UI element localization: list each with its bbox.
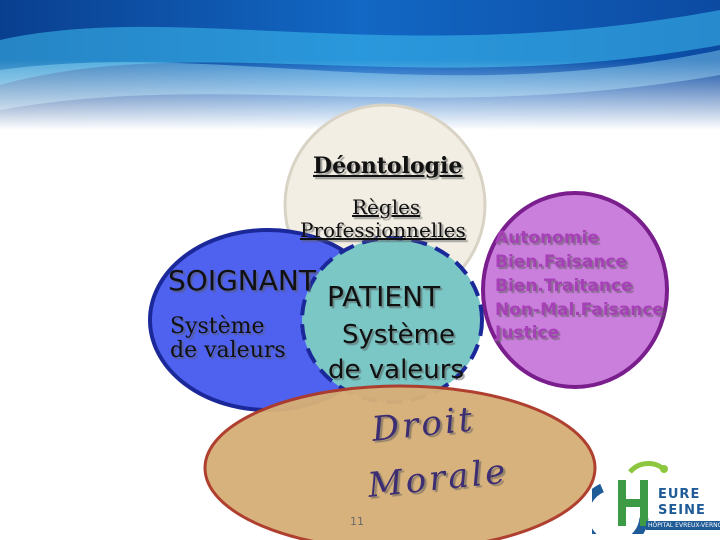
- value-justice: Justice: [495, 323, 560, 343]
- value-non-malfaisance: Non-Mal.Faisance: [495, 300, 664, 320]
- regles-label-line2: Professionnelles: [300, 218, 466, 242]
- droit-morale-ellipse: [203, 384, 597, 540]
- value-bientraitance: Bien.Traitance: [495, 276, 633, 296]
- logo-subtitle: HÔPITAL EVREUX-VERNON: [646, 521, 720, 530]
- regles-label-line1: Règles: [352, 195, 421, 219]
- header-banner: [0, 0, 720, 130]
- value-autonomie: Autonomie: [495, 228, 599, 248]
- logo-text-seine: SEINE: [658, 503, 706, 518]
- systeme-soignant-line2: de valeurs: [170, 338, 286, 363]
- systeme-patient-line2: de valeurs: [328, 355, 465, 385]
- logo-text-eure: EURE: [658, 487, 701, 502]
- value-bienfaisance: Bien.Faisance: [495, 252, 628, 272]
- slide-number: 11: [350, 515, 364, 528]
- values-circle: [481, 191, 669, 389]
- eure-seine-logo: [592, 461, 668, 534]
- systeme-patient-line1: Système: [342, 320, 455, 350]
- deontologie-label: Déontologie: [313, 153, 463, 179]
- systeme-soignant-line1: Système: [170, 314, 265, 339]
- patient-label: PATIENT: [327, 280, 441, 313]
- soignant-label: SOIGNANT: [168, 264, 316, 297]
